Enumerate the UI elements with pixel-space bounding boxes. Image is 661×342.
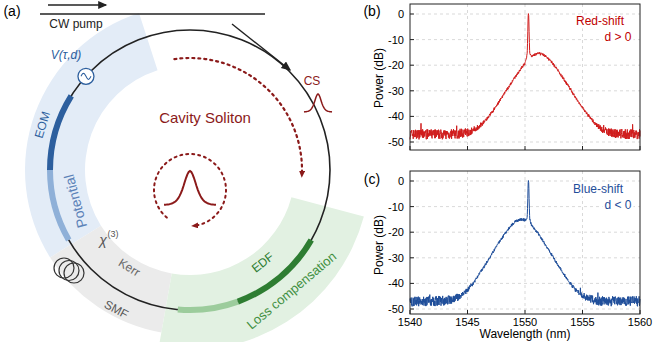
grid-line [525,171,526,314]
tick-mark [410,65,414,66]
tick-mark [467,310,468,314]
soliton-orbit [154,154,226,226]
grid-line [410,232,640,233]
tick-label: -40 [388,277,404,289]
tick-label: -50 [388,303,404,315]
axis-title: Wavelength (nm) [480,328,571,341]
tick-label: -30 [388,252,404,264]
grid-line [410,14,640,15]
edf-fade [178,302,238,310]
pump-arrow [48,4,106,5]
tick-mark [582,310,583,314]
tick-label: -50 [388,136,404,148]
grid-line [410,90,640,91]
tick-mark [410,142,414,143]
spectrum-trace [410,181,640,307]
soliton-pulse [164,171,216,205]
tick-label: -20 [388,59,404,71]
part-label: d < 0 [602,199,633,212]
spectrum-trace [410,14,640,140]
tick-mark [525,310,526,314]
panel-letter: (b) [363,4,380,19]
tick-label: 1550 [513,316,537,328]
tick-mark [410,14,414,15]
grid-line [410,142,640,143]
tick-mark [410,283,414,284]
tick-label: 0 [398,8,404,20]
fiber-ring [50,30,330,310]
grid-line [410,181,640,182]
tick-label: 1540 [398,316,422,328]
part-label: χ [99,233,107,248]
tick-label: 0 [398,175,404,187]
tick-mark [410,116,414,117]
tick-mark [410,206,414,207]
part-label: Blue-shift [571,183,625,196]
tick-label: 1560 [628,316,652,328]
fiber-spool [64,263,84,283]
tick-mark [410,232,414,233]
tick-mark [467,146,468,150]
tick-mark [410,90,414,91]
tick-label: -10 [388,201,404,213]
potential-band [25,13,158,257]
oscillator-symbol [78,68,94,84]
part-label: Red-shift [574,15,626,28]
grid-line [467,171,468,314]
tick-mark [582,146,583,150]
axis-title: Power (dB) [373,48,386,108]
tick-label: -20 [388,226,404,238]
gain-band [159,197,364,342]
plot-frame [410,4,640,150]
axis-title: Power (dB) [373,215,386,275]
part-label: d > 0 [602,31,633,44]
part-label: CW pump [49,18,102,31]
grid-line [410,283,640,284]
bus-fiber [40,13,265,15]
tick-label: 1555 [570,316,594,328]
tick-mark [410,181,414,182]
tick-label: -30 [388,85,404,97]
tick-mark [410,39,414,40]
grid-line [410,309,640,310]
tick-mark [410,257,414,258]
plot-area [410,4,640,150]
plot-frame [410,171,640,314]
eom-segment [50,96,71,170]
kerr-band [50,226,172,333]
panel-letter: (a) [3,4,20,19]
part-label: V(τ,d) [51,49,82,62]
output-arrow [232,24,290,70]
part-label: Cavity Soliton [159,110,251,127]
grid-line [467,4,468,150]
tick-label: 1545 [455,316,479,328]
panel-letter: (c) [364,172,380,187]
sine-symbol [81,73,91,79]
tick-mark [410,309,414,310]
grid-line [410,257,640,258]
grid-line [525,4,526,150]
part-label: (3) [108,230,119,240]
grid-line [410,116,640,117]
tick-label: -40 [388,110,404,122]
output-pulse [304,94,332,112]
part-label: CS [304,75,321,88]
plot-area [410,171,640,314]
tick-label: -10 [388,34,404,46]
tick-mark [525,146,526,150]
